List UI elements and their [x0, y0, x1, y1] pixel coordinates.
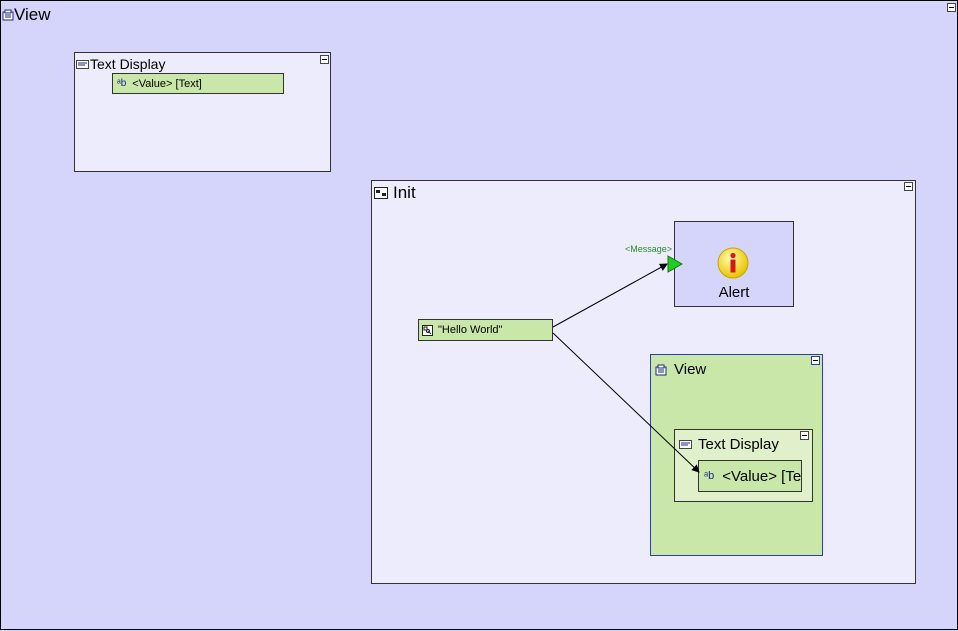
inner-text-display-label: Text Display: [698, 436, 779, 453]
text-display-icon: [76, 59, 89, 69]
text-display-icon: [679, 440, 692, 449]
text-display-field-label: <Value> [Text]: [132, 77, 202, 90]
root-title: View: [2, 5, 51, 25]
text-field-icon: ᵃb: [704, 470, 715, 482]
inner-text-display-title: Text Display: [679, 436, 779, 453]
nested-view-title: View: [655, 361, 706, 378]
inner-text-display-collapse-button[interactable]: [800, 431, 809, 440]
info-icon: [717, 247, 749, 279]
text-field-icon: ᵃb: [117, 78, 127, 89]
nested-view-panel[interactable]: View Text Display ᵃb <Value> [Te: [650, 354, 823, 556]
init-panel[interactable]: Init "Hello World": [371, 180, 916, 584]
string-constant-icon: [422, 324, 433, 336]
alert-port-label: <Message>: [625, 244, 673, 254]
nested-view-label: View: [674, 361, 707, 378]
root-title-label: View: [14, 5, 51, 24]
hello-world-node[interactable]: "Hello World": [418, 319, 553, 341]
inner-text-display-panel[interactable]: Text Display ᵃb <Value> [Te: [674, 429, 813, 502]
inner-text-display-field-label: <Value> [Te: [722, 467, 802, 485]
root-collapse-button[interactable]: [947, 3, 956, 12]
view-icon: [2, 9, 14, 21]
init-collapse-button[interactable]: [904, 182, 913, 191]
text-display-collapse-button[interactable]: [320, 55, 329, 64]
text-display-panel-title: Text Display: [76, 56, 165, 72]
init-panel-label: Init: [393, 183, 416, 202]
alert-node[interactable]: Alert: [674, 221, 794, 307]
inner-text-display-field[interactable]: ᵃb <Value> [Te: [698, 460, 802, 492]
hello-world-label: "Hello World": [438, 324, 503, 336]
text-display-panel[interactable]: Text Display ᵃb <Value> [Text]: [74, 52, 331, 172]
text-display-field[interactable]: ᵃb <Value> [Text]: [112, 73, 284, 94]
alert-label: Alert: [718, 284, 750, 301]
view-icon: [655, 364, 667, 375]
init-panel-title: Init: [374, 183, 416, 203]
text-display-panel-label: Text Display: [90, 56, 166, 72]
nested-view-collapse-button[interactable]: [811, 356, 820, 365]
init-icon: [374, 187, 388, 199]
